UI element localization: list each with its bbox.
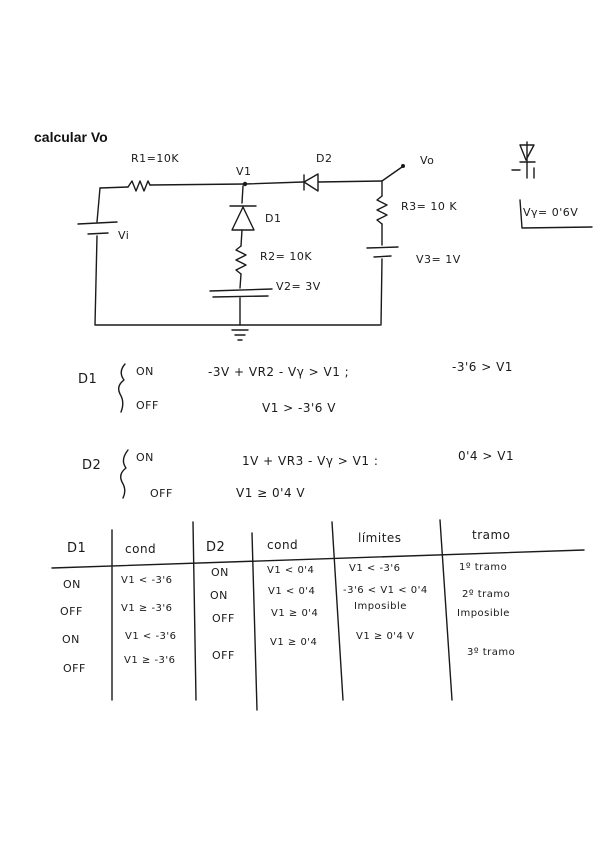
page-title: calcular Vo	[34, 129, 108, 145]
wire-d1-top	[241, 185, 244, 204]
table-cell-r4-limites: V1 ≥ 0'4 V	[356, 631, 415, 642]
table-cell-r2-cond1: V1 ≥ -3'6	[121, 603, 173, 614]
d2-brace	[119, 449, 129, 499]
r2-resistor	[235, 245, 247, 275]
v1-node-label: V1	[236, 165, 252, 178]
wire-bottom	[94, 235, 381, 326]
table-col-2	[192, 521, 197, 701]
table-col-3	[251, 532, 258, 711]
analysis-d1-on-eq: -3V + VR2 - Vγ > V1 ;	[208, 365, 350, 379]
r1-label: R1=10K	[131, 152, 180, 165]
r3-label: R3= 10 K	[401, 200, 458, 213]
v2-plate-short	[212, 295, 269, 298]
table-cell-r2-d1: OFF	[60, 605, 83, 618]
d1-label: D1	[265, 212, 282, 225]
wire-left-upper	[96, 187, 101, 223]
d1-triangle	[231, 206, 255, 231]
wire-r2-v2	[239, 273, 242, 289]
table-cell-r1-limites: V1 < -3'6	[349, 563, 401, 574]
table-cell-r1-cond2: V1 < 0'4	[267, 565, 315, 576]
ground-symbol	[231, 329, 249, 341]
vi-label: Vi	[118, 229, 130, 242]
analysis-d2-on-result: 0'4 > V1	[458, 449, 515, 463]
analysis-d1-off-eq: V1 > -3'6 V	[262, 401, 336, 415]
table-cell-r3-d1: ON	[62, 633, 80, 646]
table-cell-r2-tramo: 2º tramo	[462, 589, 511, 600]
vgamma-box	[519, 199, 593, 229]
table-col-4	[331, 521, 344, 701]
r1-resistor	[127, 180, 151, 192]
table-cell-r4-cond1: V1 ≥ -3'6	[124, 655, 176, 666]
analysis-d2-on-eq: 1V + VR3 - Vγ > V1 :	[242, 454, 379, 468]
table-cell-r2-d2: ON	[210, 589, 228, 602]
table-header-d2: D2	[206, 540, 226, 555]
wire-v3-bottom	[380, 258, 383, 326]
analysis-d1-off: OFF	[136, 399, 159, 412]
table-cell-r1-d1: ON	[63, 578, 81, 591]
table-cell-r1-cond1: V1 < -3'6	[121, 575, 173, 586]
table-col-5	[439, 519, 453, 701]
r2-label: R2= 10K	[260, 250, 313, 263]
diode-model-icon	[511, 141, 536, 179]
table-cell-r3-cond1: V1 < -3'6	[125, 631, 177, 642]
table-cell-r4-cond2: V1 ≥ 0'4	[270, 637, 318, 648]
v2-label: V2= 3V	[276, 280, 321, 293]
analysis-d1-on-result: -3'6 > V1	[452, 360, 513, 374]
d2-triangle	[303, 173, 319, 192]
table-cell-r3-cond2: V1 ≥ 0'4	[271, 608, 319, 619]
table-cell-r3-limites: Imposible	[354, 601, 407, 612]
vo-terminal-dot	[401, 164, 405, 168]
r3-resistor	[376, 195, 388, 225]
table-cell-r3-tramo: Imposible	[457, 608, 510, 619]
wire-v1-d2	[244, 181, 304, 185]
analysis-d2-off-eq: V1 ≥ 0'4 V	[236, 486, 306, 500]
wire-d1-bottom	[240, 229, 243, 247]
analysis-d1-on: ON	[136, 365, 154, 378]
v3-plate-long	[366, 246, 399, 249]
wire-vo	[381, 166, 403, 182]
d1-brace	[117, 363, 126, 413]
table-cell-r1-d2: ON	[211, 566, 229, 579]
analysis-d2-off: OFF	[150, 487, 173, 500]
d2-label: D2	[316, 152, 333, 165]
table-cell-r4-d1: OFF	[63, 662, 86, 675]
wire-d2-right	[317, 180, 383, 183]
table-cell-r1-tramo: 1º tramo	[459, 562, 508, 573]
analysis-d1-label: D1	[78, 372, 98, 387]
table-cell-r2-limites: -3'6 < V1 < 0'4	[343, 585, 428, 596]
v3-plate-short	[373, 255, 392, 258]
table-header-limites: límites	[358, 531, 402, 545]
vgamma-label: Vγ= 0'6V	[523, 206, 579, 219]
table-header-tramo: tramo	[472, 528, 511, 542]
table-cell-r4-tramo: 3º tramo	[467, 647, 516, 658]
table-header-line	[51, 549, 585, 569]
v3-label: V3= 1V	[416, 253, 461, 266]
table-header-d1: D1	[67, 541, 87, 556]
analysis-d2-on: ON	[136, 451, 154, 464]
vo-label: Vo	[420, 154, 435, 167]
vi-plate-long	[77, 221, 118, 225]
vi-plate-short	[87, 232, 109, 235]
v2-plate-long	[209, 288, 273, 292]
analysis-d2-label: D2	[82, 458, 102, 473]
table-cell-r4-d2: OFF	[212, 649, 235, 662]
wire-top-left	[99, 183, 246, 189]
table-cell-r3-d2: OFF	[212, 612, 235, 625]
table-header-cond1: cond	[125, 542, 157, 556]
table-header-cond2: cond	[267, 538, 299, 552]
table-cell-r2-cond2: V1 < 0'4	[268, 586, 316, 597]
